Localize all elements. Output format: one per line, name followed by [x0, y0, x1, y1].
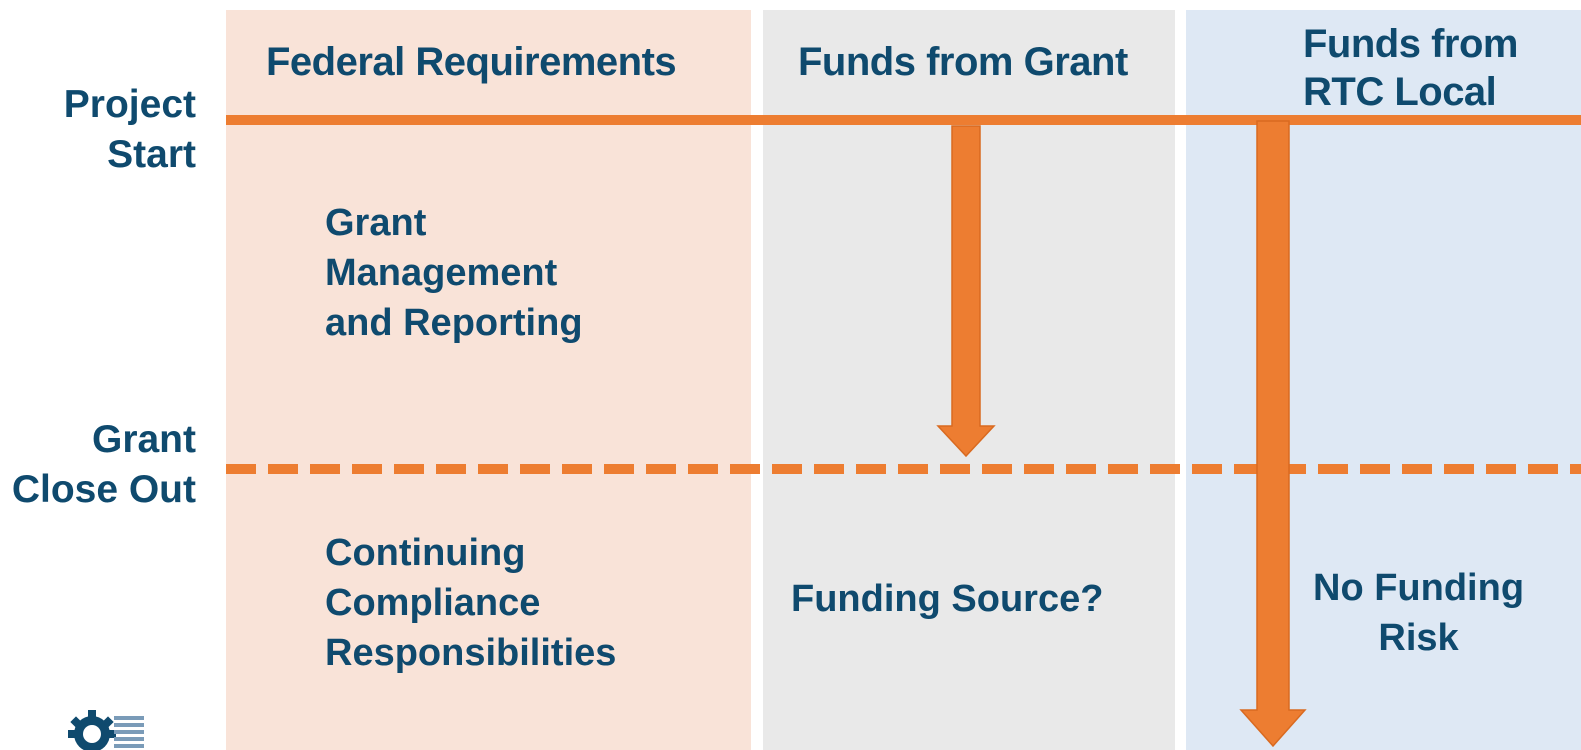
cell-grant-management-and-reporting: Grant Management and Reporting [325, 198, 583, 348]
header-federal-requirements: Federal Requirements [266, 40, 677, 84]
row-label-project-start-line2: Start [107, 133, 196, 176]
header-rtc-line1: Funds from [1303, 22, 1518, 66]
gear-logo-icon [68, 710, 144, 750]
cell-continuing-line1: Continuing [325, 532, 526, 574]
grant-close-out-dashed-line [226, 464, 1581, 474]
cell-continuing-compliance-responsibilities: Continuing Compliance Responsibilities [325, 528, 616, 678]
cell-no-funding-risk: No Funding Risk [1313, 563, 1524, 663]
row-label-project-start: Project Start [64, 80, 196, 180]
cell-grant-management-line1: Grant [325, 202, 427, 244]
row-label-project-start-line1: Project [63, 83, 196, 126]
row-label-grant-close-out-line1: Grant [91, 418, 196, 461]
cell-no-funding-line1: No Funding [1313, 567, 1525, 609]
header-funds-from-rtc-local: Funds from RTC Local [1303, 20, 1518, 116]
grant-funds-arrow-shape [936, 125, 996, 458]
cell-no-funding-line2: Risk [1378, 617, 1459, 659]
cell-continuing-line3: Responsibilities [325, 632, 617, 674]
rtc-local-funds-arrow-shape [1239, 120, 1307, 748]
cell-grant-management-line2: Management [325, 252, 558, 294]
column-funds-from-rtc-local [1186, 10, 1581, 750]
cell-continuing-line2: Compliance [325, 582, 541, 624]
rtc-local-funds-arrow [1239, 120, 1307, 748]
header-rtc-line2: RTC Local [1303, 70, 1497, 114]
project-start-line [226, 115, 1581, 125]
header-funds-from-grant: Funds from Grant [798, 40, 1128, 84]
row-label-grant-close-out: Grant Close Out [12, 415, 196, 515]
row-label-grant-close-out-line2: Close Out [11, 468, 196, 511]
cell-funding-source: Funding Source? [791, 578, 1104, 620]
column-federal-requirements [226, 10, 751, 750]
cell-grant-management-line3: and Reporting [325, 302, 583, 344]
grant-funds-arrow [936, 125, 996, 458]
